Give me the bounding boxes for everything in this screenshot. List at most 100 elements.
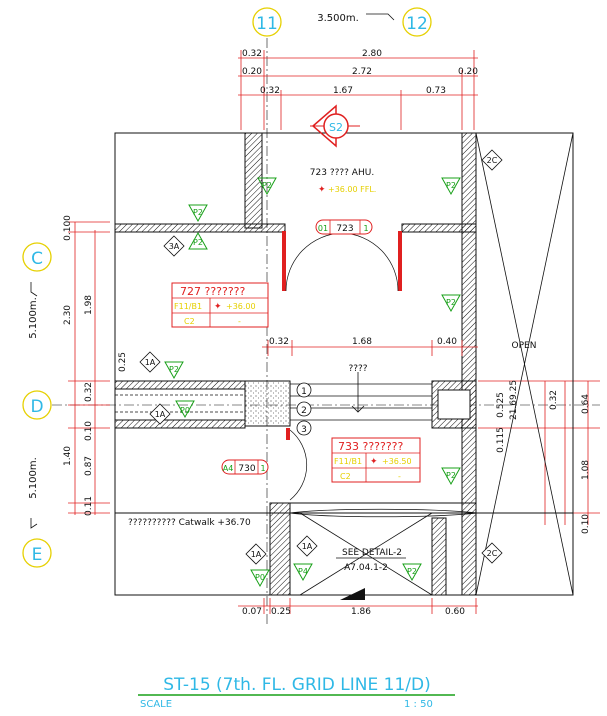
top-dimensions	[238, 50, 478, 130]
svg-text:1A: 1A	[155, 410, 166, 419]
dim-right-g: 21.69.25	[509, 380, 519, 420]
svg-text:E: E	[32, 545, 43, 565]
mid-dim-labels: 0.32 1.68 0.40	[269, 337, 457, 347]
svg-text:P2: P2	[407, 567, 417, 576]
svg-text:2C: 2C	[487, 549, 498, 558]
svg-text:C2: C2	[340, 472, 351, 481]
left-dimensions	[68, 221, 110, 515]
tag-p4-bottom: P4	[293, 563, 313, 582]
dim-left-g: 1.40	[63, 446, 73, 466]
svg-text:2C: 2C	[487, 156, 498, 165]
svg-text:S2: S2	[329, 121, 343, 134]
svg-text:P2: P2	[169, 365, 179, 374]
tag-3a: 3A	[163, 235, 185, 257]
svg-text:01: 01	[318, 224, 328, 233]
svg-text:727 ???????: 727 ???????	[180, 285, 246, 298]
stair-label: ????	[348, 364, 367, 374]
svg-text:+36.00 FFL.: +36.00 FFL.	[328, 185, 376, 194]
catwalk-label: ?????????? Catwalk +36.70	[128, 518, 251, 528]
tag-1a-c: 1A	[245, 543, 267, 565]
ahu-doors	[282, 231, 402, 292]
door-jamb-lower	[286, 428, 290, 440]
room-727-tag: 727 ??????? F11/B1 ✦ +36.00 C2 -	[171, 282, 269, 328]
dim-left-c: 1.98	[84, 295, 94, 315]
svg-text:✦: ✦	[318, 185, 326, 195]
door-swing-lower	[289, 429, 307, 501]
tag-p2-room733-right: P2	[441, 467, 461, 486]
svg-text:F11/B1: F11/B1	[334, 457, 362, 466]
svg-text:1: 1	[301, 387, 307, 397]
dim-right-f: 0.10	[581, 514, 591, 534]
dim-right-b: 0.32	[549, 390, 559, 410]
grid-c-bubble: C	[22, 242, 52, 272]
grid-12-bubble: 12	[402, 7, 432, 37]
tag-p0-mid: P0	[175, 400, 195, 419]
tag-p2-stair: P2	[164, 361, 184, 380]
svg-text:1A: 1A	[302, 542, 313, 551]
dim-bottom-d: 0.60	[445, 607, 465, 617]
section-mark-s2: S2	[310, 104, 360, 148]
right-dim-labels: 0.525 0.32 0.64 0.115 1.08 0.10 21.69.25	[496, 380, 591, 534]
svg-text:-: -	[238, 317, 241, 326]
svg-text:11: 11	[256, 14, 278, 34]
dim-right-d: 0.115	[496, 427, 506, 453]
svg-text:P0: P0	[180, 406, 190, 415]
tag-1a-b: 1A	[149, 403, 171, 425]
svg-text:P2: P2	[446, 298, 456, 307]
svg-text:2: 2	[301, 406, 307, 416]
dim-right-c: 0.64	[581, 394, 591, 414]
tag-p2-bottom-right: P2	[402, 563, 422, 582]
dim-left-f: 0.10	[84, 421, 94, 441]
detail-sheet: A7.04.1-2	[344, 563, 388, 573]
dim-left-b: 2.30	[63, 305, 73, 325]
dim-top-r3-right: 0.73	[426, 86, 446, 96]
dim-top-r2-right: 0.20	[458, 67, 478, 77]
open-shaft	[475, 132, 574, 596]
bottom-dimensions	[238, 598, 478, 614]
svg-text:F11/B1: F11/B1	[174, 302, 202, 311]
stair	[115, 372, 432, 421]
dim-mid-mid: 1.68	[352, 337, 372, 347]
dim-left-i: 0.11	[84, 496, 94, 516]
svg-text:P2: P2	[262, 181, 272, 190]
spacing-leader-left-1	[30, 282, 38, 297]
top-dim-labels: 0.32 2.80 0.20 2.72 0.20 0.32 1.67 0.73	[242, 49, 478, 96]
dim-top-r3-left: 0.32	[260, 86, 280, 96]
svg-text:-: -	[398, 472, 401, 481]
svg-text:P2: P2	[193, 208, 203, 217]
svg-text:P2: P2	[446, 181, 456, 190]
svg-text:+36.50: +36.50	[382, 457, 412, 466]
grid-spacing-left-upper: 5.100m.	[28, 297, 39, 339]
grid-11-bubble: 11	[252, 7, 282, 37]
svg-text:1: 1	[260, 464, 265, 473]
svg-text:P2: P2	[446, 471, 456, 480]
dim-top-r2-mid: 2.72	[352, 67, 372, 77]
svg-text:1: 1	[363, 224, 368, 233]
dim-top-r2-left: 0.20	[242, 67, 262, 77]
tag-2c-bottom: 2C	[481, 542, 503, 564]
dim-right-e: 1.08	[581, 460, 591, 480]
mid-dimensions	[262, 340, 478, 356]
tag-p2-room727-right: P2	[441, 294, 461, 313]
dim-left-d: 0.25	[118, 352, 128, 372]
dim-mid-left: 0.32	[269, 337, 289, 347]
scale-value: 1 : 50	[404, 699, 433, 710]
detail-ref: SEE DETAIL-2	[342, 548, 402, 558]
drawing-title: ST-15 (7th. FL. GRID LINE 11/D)	[163, 675, 430, 695]
room-733-tag: 733 ??????? F11/B1 ✦ +36.50 C2 -	[331, 437, 421, 483]
svg-text:D: D	[30, 397, 43, 417]
grid-spacing-left-lower: 5.100m.	[28, 457, 39, 499]
svg-text:✦: ✦	[214, 302, 222, 312]
tag-p2-ahu-left: P2	[257, 177, 277, 196]
room-ahu-level: ✦ +36.00 FFL.	[318, 185, 376, 195]
spacing-leader-left-2	[30, 518, 38, 529]
tag-1a-d: 1A	[296, 535, 318, 557]
svg-text:1A: 1A	[251, 550, 262, 559]
dim-bottom-a: 0.07	[242, 607, 262, 617]
open-label: OPEN	[512, 341, 537, 351]
dim-top-r1-left: 0.32	[242, 49, 262, 59]
walls	[114, 132, 574, 596]
wall-type-tags: 3A 1A 1A 1A 1A 2C 2C	[139, 149, 503, 565]
svg-text:12: 12	[406, 14, 428, 34]
